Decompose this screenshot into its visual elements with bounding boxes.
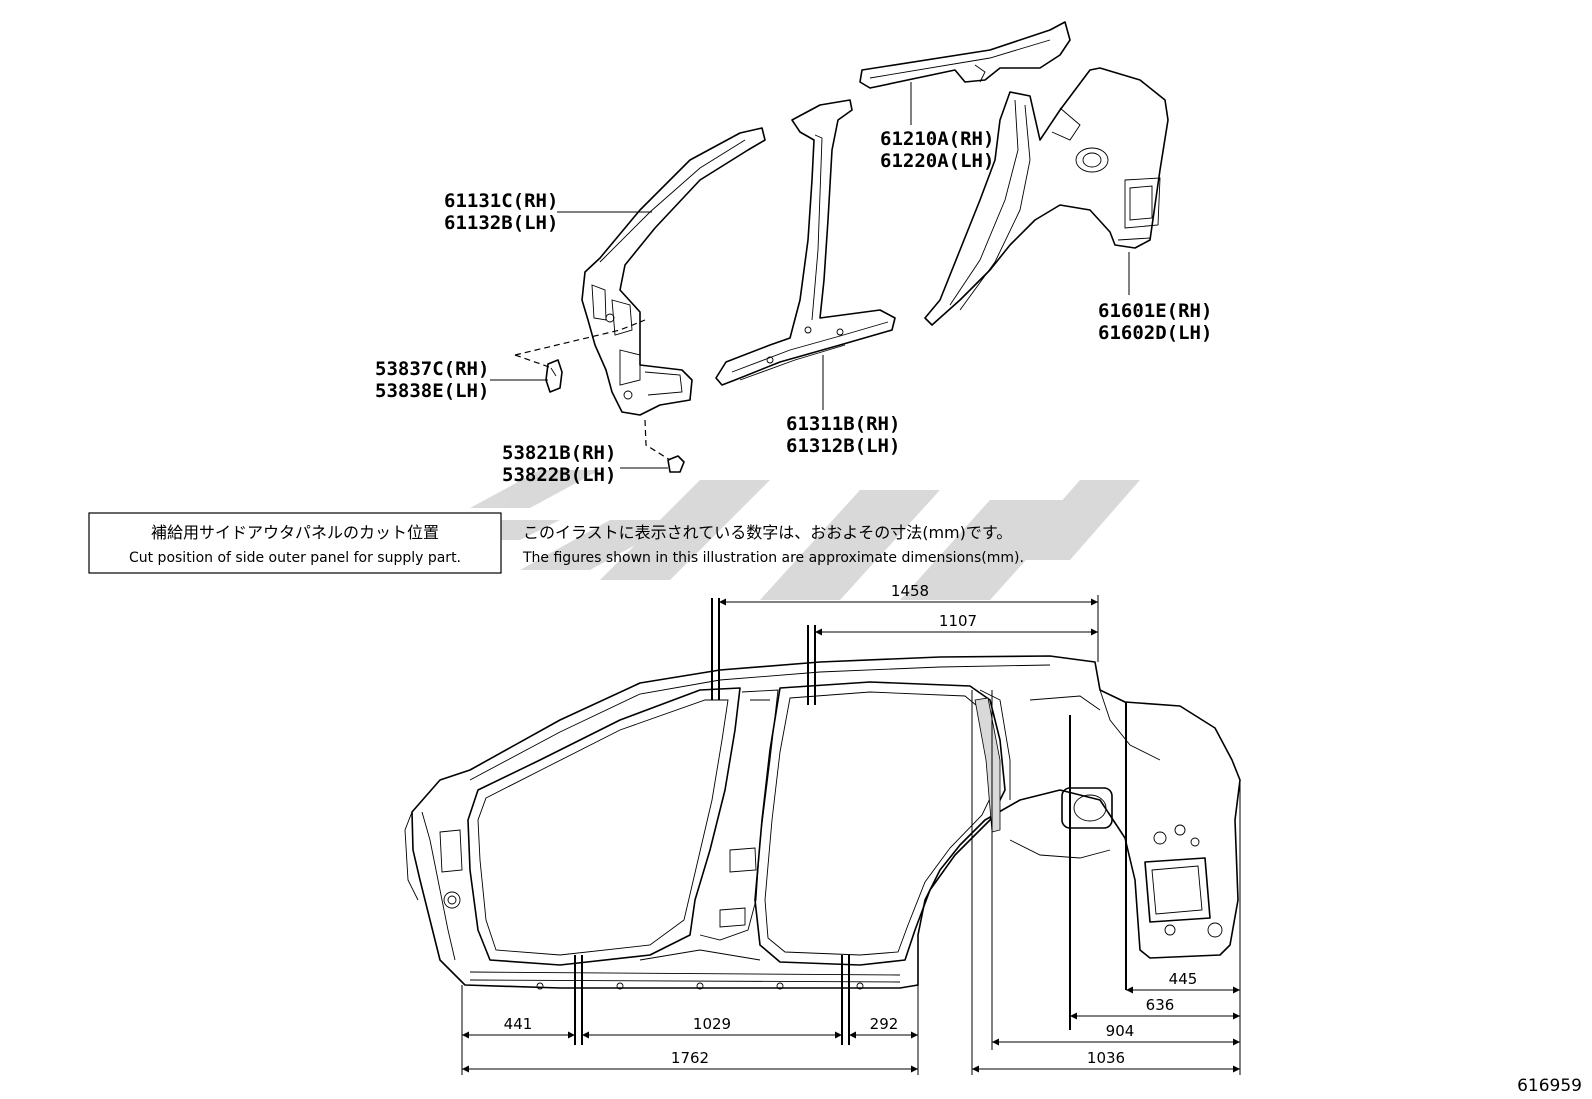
dimensions-note: このイラストに表示されている数字は、おおよその寸法(mm)です。 The fig…	[522, 523, 1024, 566]
svg-text:61210A(RH): 61210A(RH)	[880, 128, 994, 150]
quarter-panel-part	[924, 67, 1169, 326]
part-label-a-pillar: 61131C(RH) 61132B(LH)	[444, 190, 558, 234]
dim-1036: 1036	[1087, 1049, 1125, 1067]
a-pillar-part	[581, 127, 766, 416]
dim-904: 904	[1106, 1022, 1135, 1040]
bracket-lower-part	[667, 455, 685, 473]
svg-text:53837C(RH): 53837C(RH)	[375, 358, 489, 380]
watermark-logo	[450, 470, 1140, 600]
b-pillar-rocker-part	[715, 99, 896, 386]
dim-1762: 1762	[671, 1049, 709, 1067]
part-label-quarter-panel: 61601E(RH) 61602D(LH)	[1098, 300, 1212, 344]
dimension-lines	[461, 595, 1241, 1075]
dim-1107: 1107	[939, 612, 977, 630]
dim-445: 445	[1169, 970, 1198, 988]
cut-position-note-box: 補給用サイドアウタパネルのカット位置 Cut position of side …	[88, 512, 502, 574]
part-label-roof-rail: 61210A(RH) 61220A(LH)	[880, 128, 994, 172]
svg-text:61220A(LH): 61220A(LH)	[880, 150, 994, 172]
svg-text:61132B(LH): 61132B(LH)	[444, 212, 558, 234]
svg-text:53822B(LH): 53822B(LH)	[502, 464, 616, 486]
part-label-bracket-upper: 53837C(RH) 53838E(LH)	[375, 358, 489, 402]
svg-text:Cut position of side outer pan: Cut position of side outer panel for sup…	[129, 550, 461, 566]
side-outer-panel	[404, 655, 1241, 990]
dim-1458: 1458	[891, 582, 929, 600]
svg-text:The figures shown in this illu: The figures shown in this illustration a…	[522, 550, 1024, 566]
part-label-rocker: 61311B(RH) 61312B(LH)	[786, 413, 900, 457]
svg-text:61601E(RH): 61601E(RH)	[1098, 300, 1212, 322]
svg-text:このイラストに表示されている数字は、おおよその寸法(mm)で: このイラストに表示されている数字は、おおよその寸法(mm)です。	[523, 523, 1012, 542]
svg-text:53821B(RH): 53821B(RH)	[502, 442, 616, 464]
dim-636: 636	[1146, 996, 1175, 1014]
leader-lines	[490, 82, 1130, 469]
part-label-bracket-lower: 53821B(RH) 53822B(LH)	[502, 442, 616, 486]
svg-text:61131C(RH): 61131C(RH)	[444, 190, 558, 212]
dim-1029: 1029	[693, 1015, 731, 1033]
dim-292: 292	[870, 1015, 899, 1033]
svg-text:53838E(LH): 53838E(LH)	[375, 380, 489, 402]
cut-lines	[574, 598, 1127, 1045]
bracket-upper-part	[545, 359, 563, 393]
svg-text:61312B(LH): 61312B(LH)	[786, 435, 900, 457]
svg-text:61602D(LH): 61602D(LH)	[1098, 322, 1212, 344]
figure-id: 616959	[1517, 1076, 1582, 1096]
svg-text:61311B(RH): 61311B(RH)	[786, 413, 900, 435]
dimension-labels: 1458 1107 441 1029 292 1762 445 636 904 …	[504, 582, 1198, 1067]
svg-text:補給用サイドアウタパネルのカット位置: 補給用サイドアウタパネルのカット位置	[151, 523, 439, 542]
dim-441: 441	[504, 1015, 533, 1033]
roof-rail-part	[859, 21, 1071, 89]
